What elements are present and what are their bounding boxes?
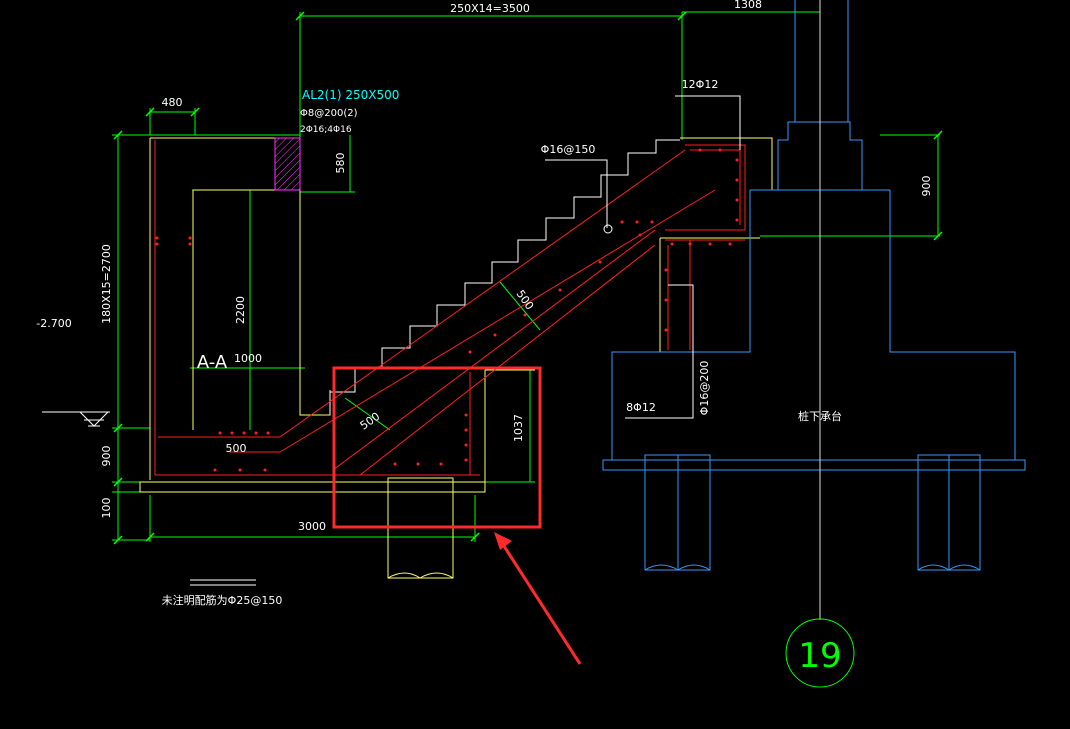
dim-900-left: 900 — [100, 446, 113, 467]
dim-top-total: 250X14=3500 — [450, 2, 530, 15]
dim-100: 100 — [100, 498, 113, 519]
top-bar-label: 12Φ12 — [682, 78, 719, 91]
dim-elevation: -2.700 — [36, 317, 71, 330]
beam-bars: 2Φ16;4Φ16 — [300, 125, 352, 135]
beam-section-hatch — [274, 137, 301, 191]
dim-580: 580 — [334, 153, 347, 174]
dim-480: 480 — [162, 96, 183, 109]
note-label: 未注明配筋为Φ25@150 — [162, 593, 283, 607]
axis-number: 19 — [798, 636, 841, 676]
dim-left-height: 180X15=2700 — [100, 244, 113, 324]
section-label: A-A — [197, 352, 228, 373]
highlight-arrow-shaft — [500, 542, 582, 665]
dimension-lines — [112, 11, 940, 542]
stair-steps — [329, 139, 680, 415]
dimension-ticks — [113, 11, 943, 545]
beam-title: AL2(1) 250X500 — [302, 88, 399, 102]
dim-900-right: 900 — [920, 176, 933, 197]
slab-bar-label: Φ16@150 — [541, 143, 596, 156]
dim-500-c: 500 — [226, 442, 247, 455]
dim-1000: 1000 — [234, 352, 262, 365]
dim-1037: 1037 — [512, 414, 525, 442]
highlight-arrow-head — [494, 532, 512, 550]
dim-top-right: 1308 — [734, 0, 762, 11]
dim-500-b: 500 — [358, 410, 383, 433]
dim-500-a: 500 — [514, 288, 537, 313]
axis-bubble — [785, 618, 855, 688]
pile-cap-structure — [602, 0, 1026, 620]
leader-lines — [42, 95, 741, 586]
dim-3000: 3000 — [298, 520, 326, 533]
rebar-lines — [154, 140, 746, 476]
beam-stirrup: Φ8@200(2) — [300, 108, 358, 119]
dim-2200: 2200 — [234, 296, 247, 324]
vert-bar-label: Φ16@200 — [698, 361, 711, 416]
side-bar-label: 8Φ12 — [626, 401, 656, 414]
pile-cap-label: 桩下承台 — [798, 409, 842, 423]
rebar-dots — [155, 148, 739, 472]
highlight-box — [332, 366, 542, 529]
